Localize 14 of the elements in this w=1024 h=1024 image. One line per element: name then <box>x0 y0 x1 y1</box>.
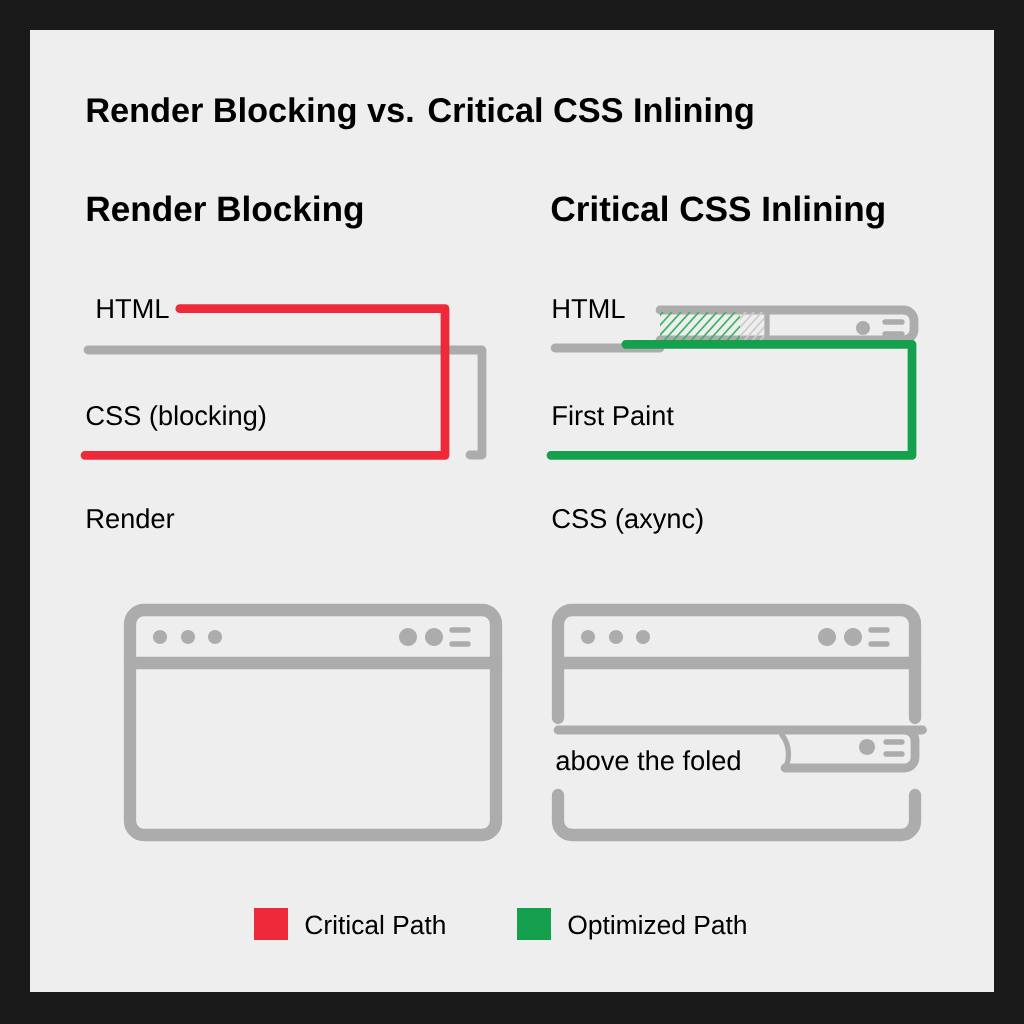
stage-label: CSS (axync) <box>552 508 703 534</box>
stage-label: HTML <box>97 299 169 318</box>
path-line <box>80 304 450 460</box>
stage-label: CSS (blocking) <box>86 405 266 431</box>
legend-item: Critical Path <box>254 908 445 940</box>
path-line <box>546 339 917 460</box>
legend-item: Optimized Path <box>517 908 746 940</box>
stage-label: HTML <box>553 299 625 318</box>
section-heading: Render Blocking <box>87 195 363 229</box>
section-heading: Critical CSS Inlining <box>551 195 884 229</box>
stage-label: Render <box>87 508 175 529</box>
title: Render Blocking vs. Critical CSS Inlining <box>87 97 753 130</box>
window-label: above the foled <box>556 750 740 771</box>
stage-label: First Paint <box>553 405 674 426</box>
